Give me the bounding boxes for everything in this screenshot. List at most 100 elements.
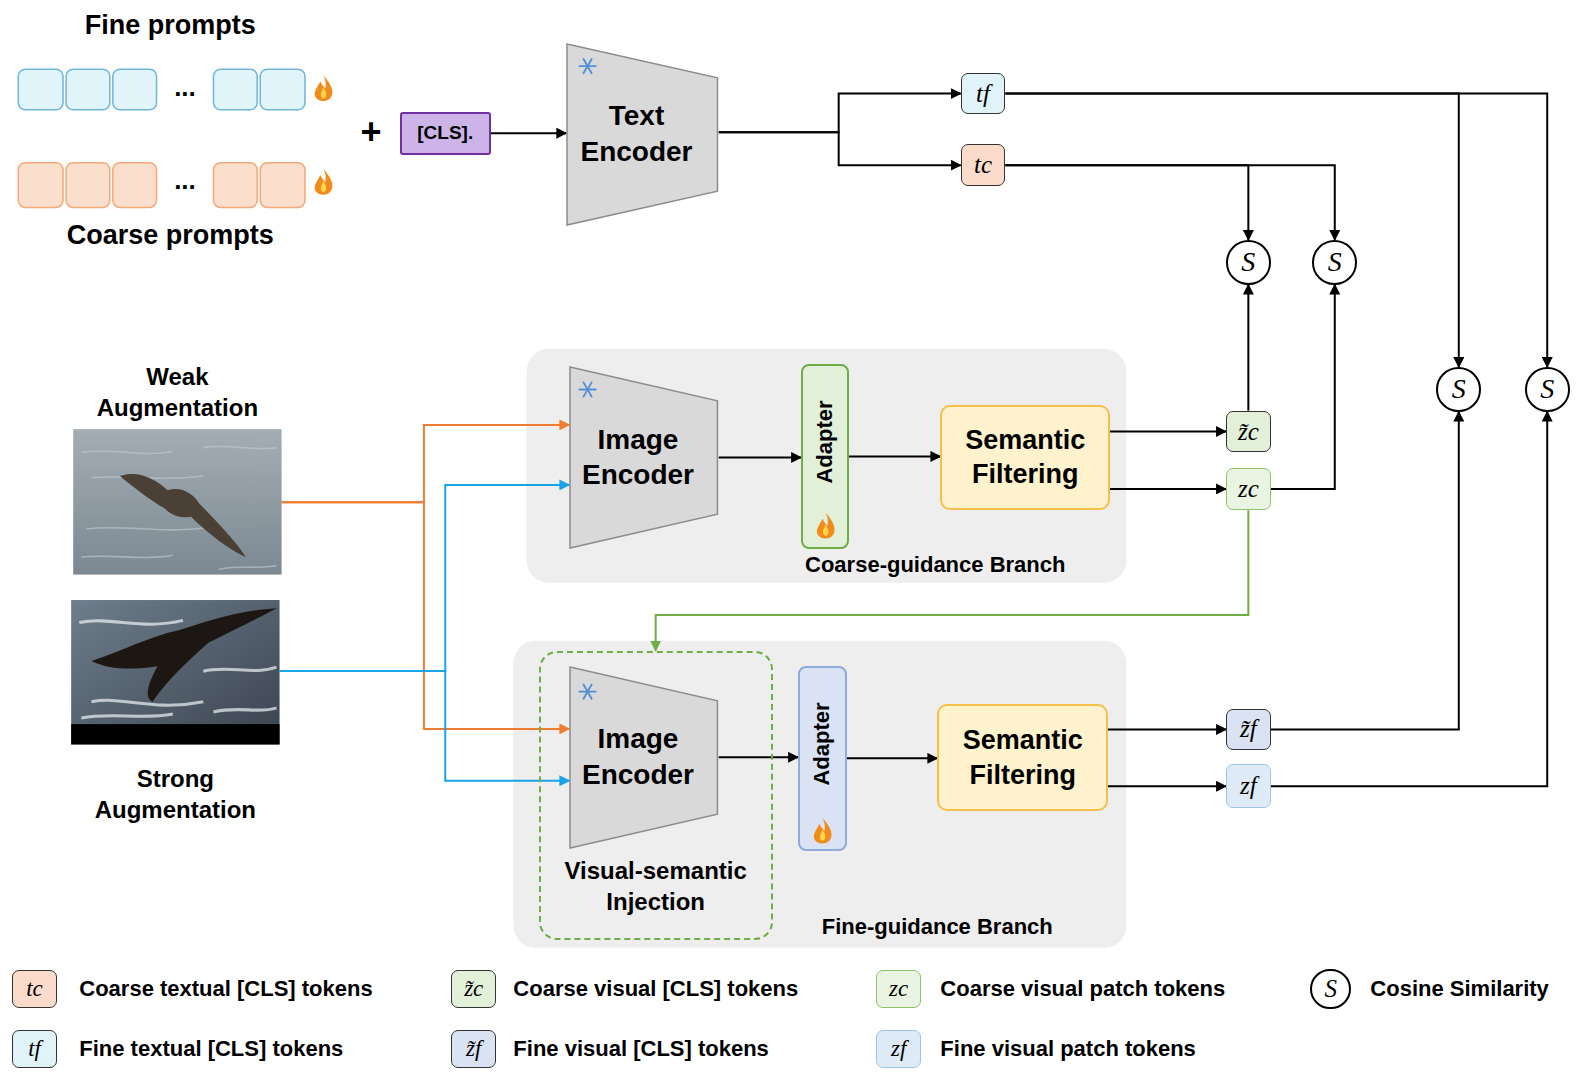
connector	[1110, 488, 1226, 490]
node-label: Strong Augmentation	[71, 764, 279, 825]
token-box: z̃f	[1226, 709, 1271, 751]
legend-symbol: z̃f	[451, 1030, 496, 1069]
plus-sign: +	[352, 110, 391, 155]
legend-symbol: zc	[876, 970, 921, 1009]
strong-augmentation-photo	[71, 600, 279, 744]
token-box: z̃c	[1226, 411, 1271, 453]
legend-symbol: z̃c	[451, 970, 496, 1009]
node-label: tf	[976, 78, 990, 110]
adapter: Adapter	[798, 666, 847, 851]
connector	[1271, 412, 1459, 730]
prompt-tokens: ... Coarse prompts	[15, 152, 328, 256]
node-label: Adapter	[811, 400, 839, 483]
legend-text: Coarse visual [CLS] tokens	[513, 976, 798, 1002]
connector	[719, 132, 961, 165]
encoder-trapezoid	[569, 666, 718, 849]
connector	[1108, 728, 1226, 730]
connector	[282, 425, 570, 502]
node-label: S	[1540, 371, 1554, 407]
token-box: tc	[961, 144, 1006, 186]
panel-fill	[513, 641, 1126, 948]
node-label: Text Encoder	[570, 98, 702, 170]
prompt-tokens: Fine prompts...	[15, 5, 328, 112]
legend-symbol: tf	[12, 1030, 57, 1069]
node-label: Adapter	[808, 702, 836, 785]
legend-text: Cosine Similarity	[1370, 976, 1549, 1002]
connector	[847, 757, 937, 759]
node-label: [CLS].	[417, 121, 473, 145]
node-label: S	[1241, 244, 1255, 280]
similarity-circle: S	[1226, 240, 1271, 285]
coarse-prompt-tokens	[18, 163, 305, 208]
node-label: zf	[1240, 770, 1257, 802]
node-label: z̃c	[1238, 416, 1259, 448]
adapter: Adapter	[801, 364, 849, 549]
token-box: zc	[1226, 468, 1271, 511]
encoder-trapezoid	[569, 366, 718, 549]
connector	[849, 455, 941, 457]
connector	[1271, 412, 1548, 787]
node-label: Image Encoder	[572, 721, 704, 793]
connector	[1005, 94, 1547, 367]
node-label: Fine-guidance Branch	[793, 913, 1082, 941]
connector	[491, 132, 566, 134]
connector	[1108, 785, 1226, 787]
node-label: S	[1452, 371, 1466, 407]
node-label: Coarse-guidance Branch	[783, 551, 1088, 579]
node-label: S	[1328, 244, 1342, 280]
connector	[280, 485, 570, 671]
similarity-circle: S	[1436, 367, 1481, 412]
legend-symbol: S	[1310, 969, 1351, 1010]
injection-box: Visual-semantic Injection Image Encoder	[539, 651, 773, 941]
connector	[719, 756, 798, 758]
node-label: Weak Augmentation	[73, 362, 281, 423]
panel-fill	[527, 349, 1127, 583]
connector	[1005, 165, 1334, 240]
connector	[656, 510, 1249, 650]
node-label: Visual-semantic Injection	[541, 856, 771, 917]
connector	[1271, 285, 1335, 489]
node-label: zc	[1238, 473, 1259, 505]
connector	[1110, 431, 1226, 433]
class-token-box: [CLS].	[400, 112, 491, 155]
image-encoder: Image Encoder	[569, 366, 718, 549]
augmented-image: Strong Augmentation	[71, 600, 279, 832]
fine-prompt-tokens	[18, 69, 305, 110]
node-label: ...	[161, 71, 210, 104]
encoder-outline	[567, 44, 717, 225]
token-box: zf	[1226, 764, 1271, 808]
encoder-outline	[570, 667, 717, 848]
connector	[719, 456, 801, 458]
image-encoder: Image Encoder	[569, 666, 718, 849]
similarity-circle: S	[1312, 240, 1357, 285]
encoder-trapezoid	[566, 43, 718, 226]
connector	[1005, 94, 1458, 367]
node-label: tc	[974, 149, 992, 181]
connector	[282, 502, 570, 729]
augmented-image: Weak Augmentation	[73, 358, 281, 575]
node-label: Semantic Filtering	[948, 423, 1103, 492]
token-box: tf	[961, 73, 1006, 114]
node-label: Coarse prompts	[15, 218, 325, 253]
weak-augmentation-photo	[73, 429, 281, 574]
legend-symbol: zf	[876, 1030, 921, 1069]
node-label: Image Encoder	[572, 422, 704, 494]
trainable-icon	[315, 75, 835, 843]
branch-panel: Fine-guidance Branch Visual-semantic Inje…	[513, 640, 1126, 947]
node-label: ...	[161, 164, 210, 197]
connector	[1247, 285, 1249, 411]
legend-symbol: tc	[12, 970, 57, 1009]
legend-text: Coarse textual [CLS] tokens	[79, 976, 372, 1002]
encoder-outline	[570, 367, 717, 548]
legend-text: Fine textual [CLS] tokens	[79, 1036, 343, 1062]
legend-text: Fine visual [CLS] tokens	[513, 1036, 769, 1062]
node-label: z̃f	[1240, 713, 1257, 745]
connector	[280, 671, 570, 781]
frozen-icon	[579, 59, 595, 699]
legend-text: Coarse visual patch tokens	[940, 976, 1225, 1002]
similarity-circle: S	[1525, 367, 1570, 412]
node-label: Fine prompts	[15, 8, 325, 43]
